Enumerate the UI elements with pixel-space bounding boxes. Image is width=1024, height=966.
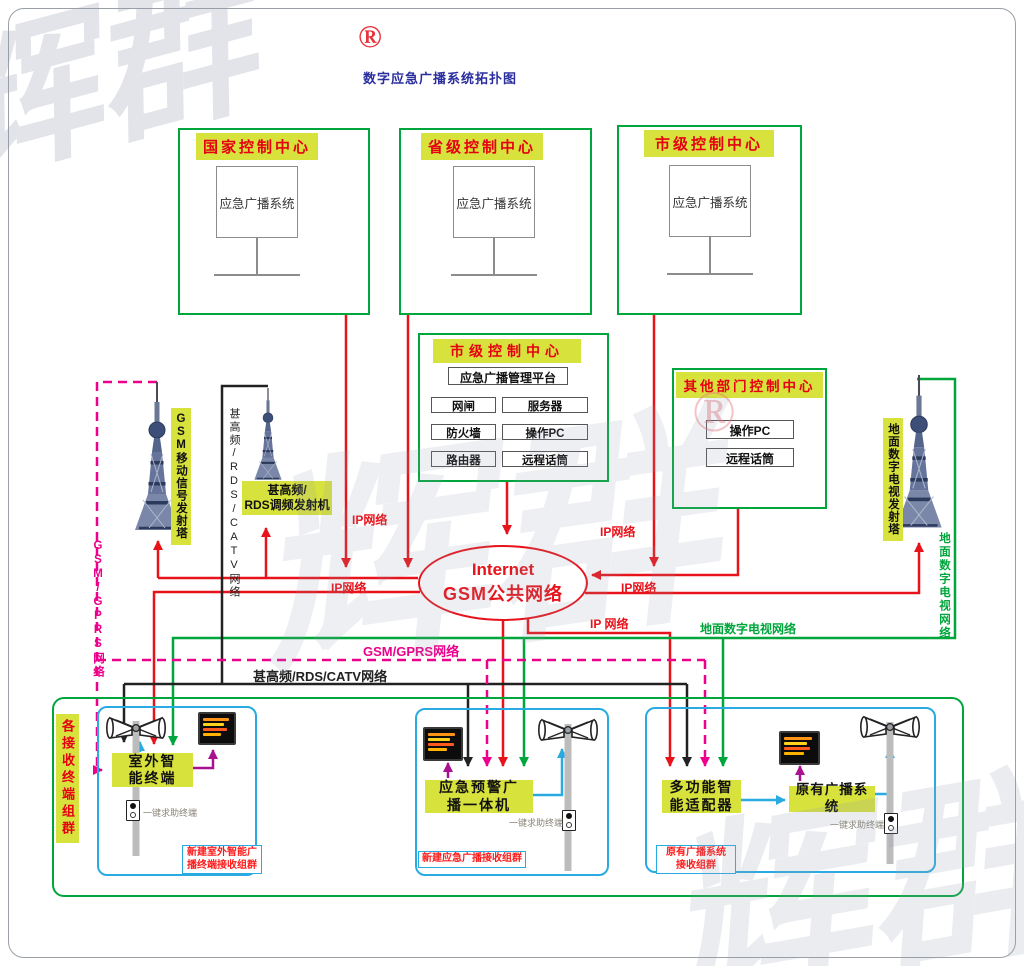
platform-box: 应急广播管理平台 bbox=[448, 367, 568, 385]
monitor-stand bbox=[493, 238, 495, 274]
fm-label-line1: 甚高频/ bbox=[267, 483, 307, 497]
group3-old-system: 原有广播系统 bbox=[789, 782, 875, 814]
device-gateway: 网闸 bbox=[431, 397, 496, 413]
national-center-title: 国家控制中心 bbox=[196, 133, 318, 160]
group2-led-display bbox=[423, 727, 463, 761]
group2-help-label: 一键求助终端 bbox=[509, 818, 564, 828]
device-remote-mic: 远程话筒 bbox=[706, 448, 794, 467]
screen-label: 应急广播系统 bbox=[219, 196, 295, 211]
ip-label-1: IP网络 bbox=[352, 513, 388, 527]
device-router: 路由器 bbox=[431, 451, 496, 467]
screen: 应急广播系统 bbox=[216, 166, 298, 238]
provincial-center-title: 省级控制中心 bbox=[421, 133, 543, 160]
receiver-side-label: 各接收终端组群 bbox=[56, 714, 79, 843]
group3-box bbox=[645, 707, 936, 873]
fm-transmitter-label: 甚高频/ RDS调频发射机 bbox=[242, 481, 332, 515]
municipal-center-box: 市级控制中心 应急广播系统 bbox=[617, 125, 802, 315]
screen: 应急广播系统 bbox=[453, 166, 535, 238]
cloud-line2: GSM公共网络 bbox=[442, 584, 563, 604]
gsm-gprs-vertical-label: GSM/GPRS网络 bbox=[92, 540, 104, 679]
municipal-center-title: 市级控制中心 bbox=[644, 130, 774, 157]
other-dept-center-box: 其他部门控制中心 操作PC 远程话筒 bbox=[672, 368, 827, 509]
provincial-center-box: 省级控制中心 应急广播系统 bbox=[399, 128, 592, 315]
city-center-title: 市级控制中心 bbox=[433, 339, 581, 363]
group2-caption-line: 新建应急广播接收组群 bbox=[422, 853, 522, 864]
device-server: 服务器 bbox=[502, 397, 588, 413]
group1-device-line2: 能终端 bbox=[128, 770, 177, 786]
gsm-gprs-lines bbox=[93, 380, 710, 775]
ip-label-2: IP网络 bbox=[600, 525, 636, 539]
ip-label-5: IP 网络 bbox=[590, 617, 629, 631]
national-center-box: 国家控制中心 应急广播系统 bbox=[178, 128, 370, 315]
group3-adapter: 多功能智 能适配器 bbox=[662, 779, 741, 813]
monitor-base bbox=[667, 273, 753, 275]
device-operator-pc: 操作PC bbox=[502, 424, 588, 440]
group2-caption: 新建应急广播接收组群 bbox=[418, 851, 526, 868]
dtv-tower-label: 地面数字电视发射塔 bbox=[883, 418, 903, 541]
group3-caption: 原有广播系统 接收组群 bbox=[656, 845, 736, 874]
diagram-title: 数字应急广播系统拓扑图 bbox=[363, 71, 518, 86]
group2-device-line1: 应急预警广 bbox=[439, 779, 519, 795]
device-remote-mic: 远程话筒 bbox=[502, 451, 588, 467]
screen: 应急广播系统 bbox=[669, 165, 751, 237]
group3-adapter-line2: 能适配器 bbox=[669, 796, 734, 813]
group2-box bbox=[415, 708, 609, 876]
screen-label: 应急广播系统 bbox=[456, 196, 532, 211]
monitor-stand bbox=[256, 238, 258, 274]
cloud-line1: Internet bbox=[471, 560, 535, 579]
fm-tower-icon bbox=[253, 387, 283, 481]
group1-led-display bbox=[198, 712, 236, 745]
city-control-center-box: 市级控制中心 应急广播管理平台 网闸 服务器 防火墙 操作PC 路由器 远程话筒 bbox=[418, 333, 609, 482]
group1-caption: 新建室外智能广 播终端接收组群 bbox=[182, 845, 262, 874]
ip-label-4: IP网络 bbox=[621, 581, 657, 595]
monitor-stand bbox=[709, 237, 711, 273]
poles bbox=[132, 721, 894, 871]
group3-caption-line1: 原有广播系统 bbox=[666, 847, 726, 858]
device-firewall: 防火墙 bbox=[431, 424, 496, 440]
dtv-vertical-label: 地面数字电视网络 bbox=[938, 532, 950, 640]
group3-help-label: 一键求助终端 bbox=[830, 820, 885, 830]
other-dept-title: 其他部门控制中心 bbox=[676, 372, 823, 398]
vhf-horizontal-label: 甚高频/RDS/CATV网络 bbox=[253, 669, 388, 684]
ip-network-lines bbox=[149, 315, 924, 767]
dtv-horizontal-label: 地面数字电视网络 bbox=[700, 622, 797, 636]
registered-mark-top: ® bbox=[358, 18, 382, 54]
vhf-vertical-label: 甚高频/RDS/CATV网络 bbox=[228, 408, 240, 599]
group2-device-line2: 播一体机 bbox=[447, 796, 511, 813]
group2-device: 应急预警广 播一体机 bbox=[425, 779, 533, 813]
group1-caption-line1: 新建室外智能广 bbox=[187, 847, 257, 858]
screen-label: 应急广播系统 bbox=[672, 195, 748, 210]
fm-label-line2: RDS调频发射机 bbox=[244, 498, 330, 512]
page-border bbox=[8, 8, 1016, 958]
device-operator-pc: 操作PC bbox=[706, 420, 794, 439]
group3-led-display bbox=[779, 731, 820, 765]
monitor-base bbox=[214, 274, 300, 276]
gsm-gprs-horizontal-label: GSM/GPRS网络 bbox=[363, 644, 460, 659]
group2-help-device bbox=[562, 810, 576, 831]
group3-help-device bbox=[884, 813, 898, 834]
group3-caption-line2: 接收组群 bbox=[676, 859, 716, 871]
group1-device-line1: 室外智 bbox=[128, 752, 177, 769]
receiver-area-box bbox=[52, 697, 964, 897]
led-links bbox=[193, 749, 805, 781]
group3-adapter-line1: 多功能智 bbox=[669, 779, 734, 795]
monitor-base bbox=[451, 274, 537, 276]
group1-device: 室外智 能终端 bbox=[112, 753, 193, 787]
dtv-tower-icon bbox=[895, 373, 943, 529]
group1-help-label: 一键求助终端 bbox=[143, 808, 198, 818]
group1-box bbox=[97, 706, 257, 876]
gsm-tower-label: GSM移动信号发射塔 bbox=[171, 408, 191, 545]
internet-gsm-cloud: Internet GSM公共网络 bbox=[418, 545, 588, 621]
group3-old-system-label: 原有广播系统 bbox=[795, 782, 869, 814]
registered-mark-pink: ® bbox=[692, 379, 737, 444]
group1-help-device bbox=[126, 800, 140, 821]
ip-label-3: IP网络 bbox=[331, 581, 367, 595]
group1-caption-line2: 播终端接收组群 bbox=[187, 859, 257, 871]
